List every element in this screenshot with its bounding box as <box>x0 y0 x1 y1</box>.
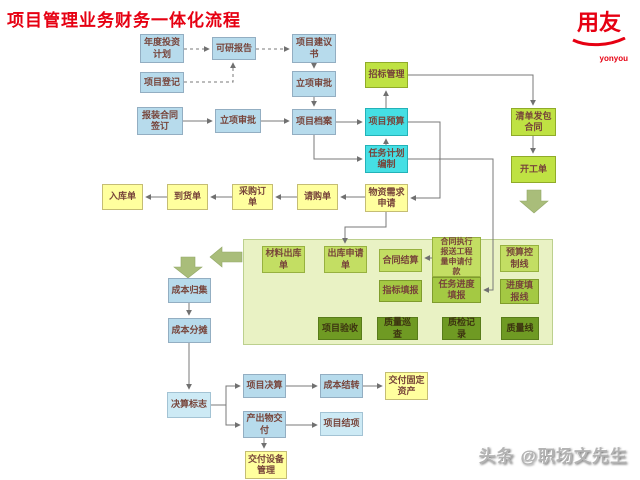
node-project-proposal: 项目建议书 <box>292 34 336 63</box>
node-install-contract: 报装合同签订 <box>137 107 183 135</box>
node-bidding: 招标管理 <box>365 62 408 88</box>
brand-subtext: yonyou <box>599 54 628 63</box>
node-quality-record: 质检记录 <box>442 317 481 340</box>
node-feasibility-report: 可研报告 <box>212 37 256 60</box>
node-project-close: 项目结项 <box>320 412 363 436</box>
node-equipment-delivery: 交付设备管理 <box>245 451 287 479</box>
node-out-request: 出库申请单 <box>324 246 367 273</box>
node-list-contract: 清单发包合同 <box>511 108 556 136</box>
node-material-request: 物资需求申请 <box>365 184 408 212</box>
node-settle-flag: 决算标志 <box>167 392 211 418</box>
watermark-toutiao: 头条 @职场文先生 <box>478 447 628 466</box>
node-cost-transfer: 成本结转 <box>320 374 363 398</box>
block-arrow-left-panel <box>209 246 243 268</box>
block-arrow-down-startorder <box>519 189 549 214</box>
node-project-accept: 项目验收 <box>318 317 362 340</box>
yonyou-logo: 用友 yonyou <box>570 12 628 63</box>
node-output-delivery: 产出物交付 <box>243 411 286 438</box>
node-task-progress: 任务进度填报 <box>432 277 481 303</box>
node-project-final: 项目决算 <box>243 374 286 398</box>
node-arrival-note: 到货单 <box>167 184 208 210</box>
node-quality-patrol: 质量巡查 <box>377 317 418 340</box>
brand-text: 用友 <box>576 10 621 35</box>
node-progress-line: 进度填报线 <box>500 279 539 304</box>
node-contract-exec: 合同执行报送工程量申请付款 <box>432 237 481 277</box>
node-budget-ctrl-line: 预算控制线 <box>500 245 539 272</box>
node-annual-invest-plan: 年度投资计划 <box>140 34 184 63</box>
node-fixed-asset: 交付固定资产 <box>385 372 428 400</box>
node-warehouse-in: 入库单 <box>102 184 143 210</box>
node-project-budget: 项目预算 <box>365 108 408 136</box>
node-task-plan: 任务计划编制 <box>365 145 408 173</box>
node-indicator-fill: 指标填报 <box>379 280 422 302</box>
node-start-order: 开工单 <box>511 156 556 183</box>
node-quality-line: 质量线 <box>501 317 539 340</box>
block-arrow-down-cost <box>173 256 203 279</box>
brand-swoosh-icon <box>572 36 626 47</box>
node-approval-mid: 立项审批 <box>215 109 261 133</box>
node-material-out: 材料出库单 <box>262 246 305 273</box>
node-purchase-order: 采购订单 <box>232 184 273 210</box>
node-contract-settle: 合同结算 <box>379 249 422 272</box>
node-cost-collect: 成本归集 <box>168 278 211 303</box>
node-project-register: 项目登记 <box>140 72 184 93</box>
node-cost-allocate: 成本分摊 <box>168 318 211 343</box>
node-approval-top: 立项审批 <box>292 71 336 97</box>
node-purchase-requisition: 请购单 <box>297 184 338 210</box>
node-project-archive: 项目档案 <box>292 109 336 135</box>
page-title: 项目管理业务财务一体化流程 <box>7 11 241 30</box>
